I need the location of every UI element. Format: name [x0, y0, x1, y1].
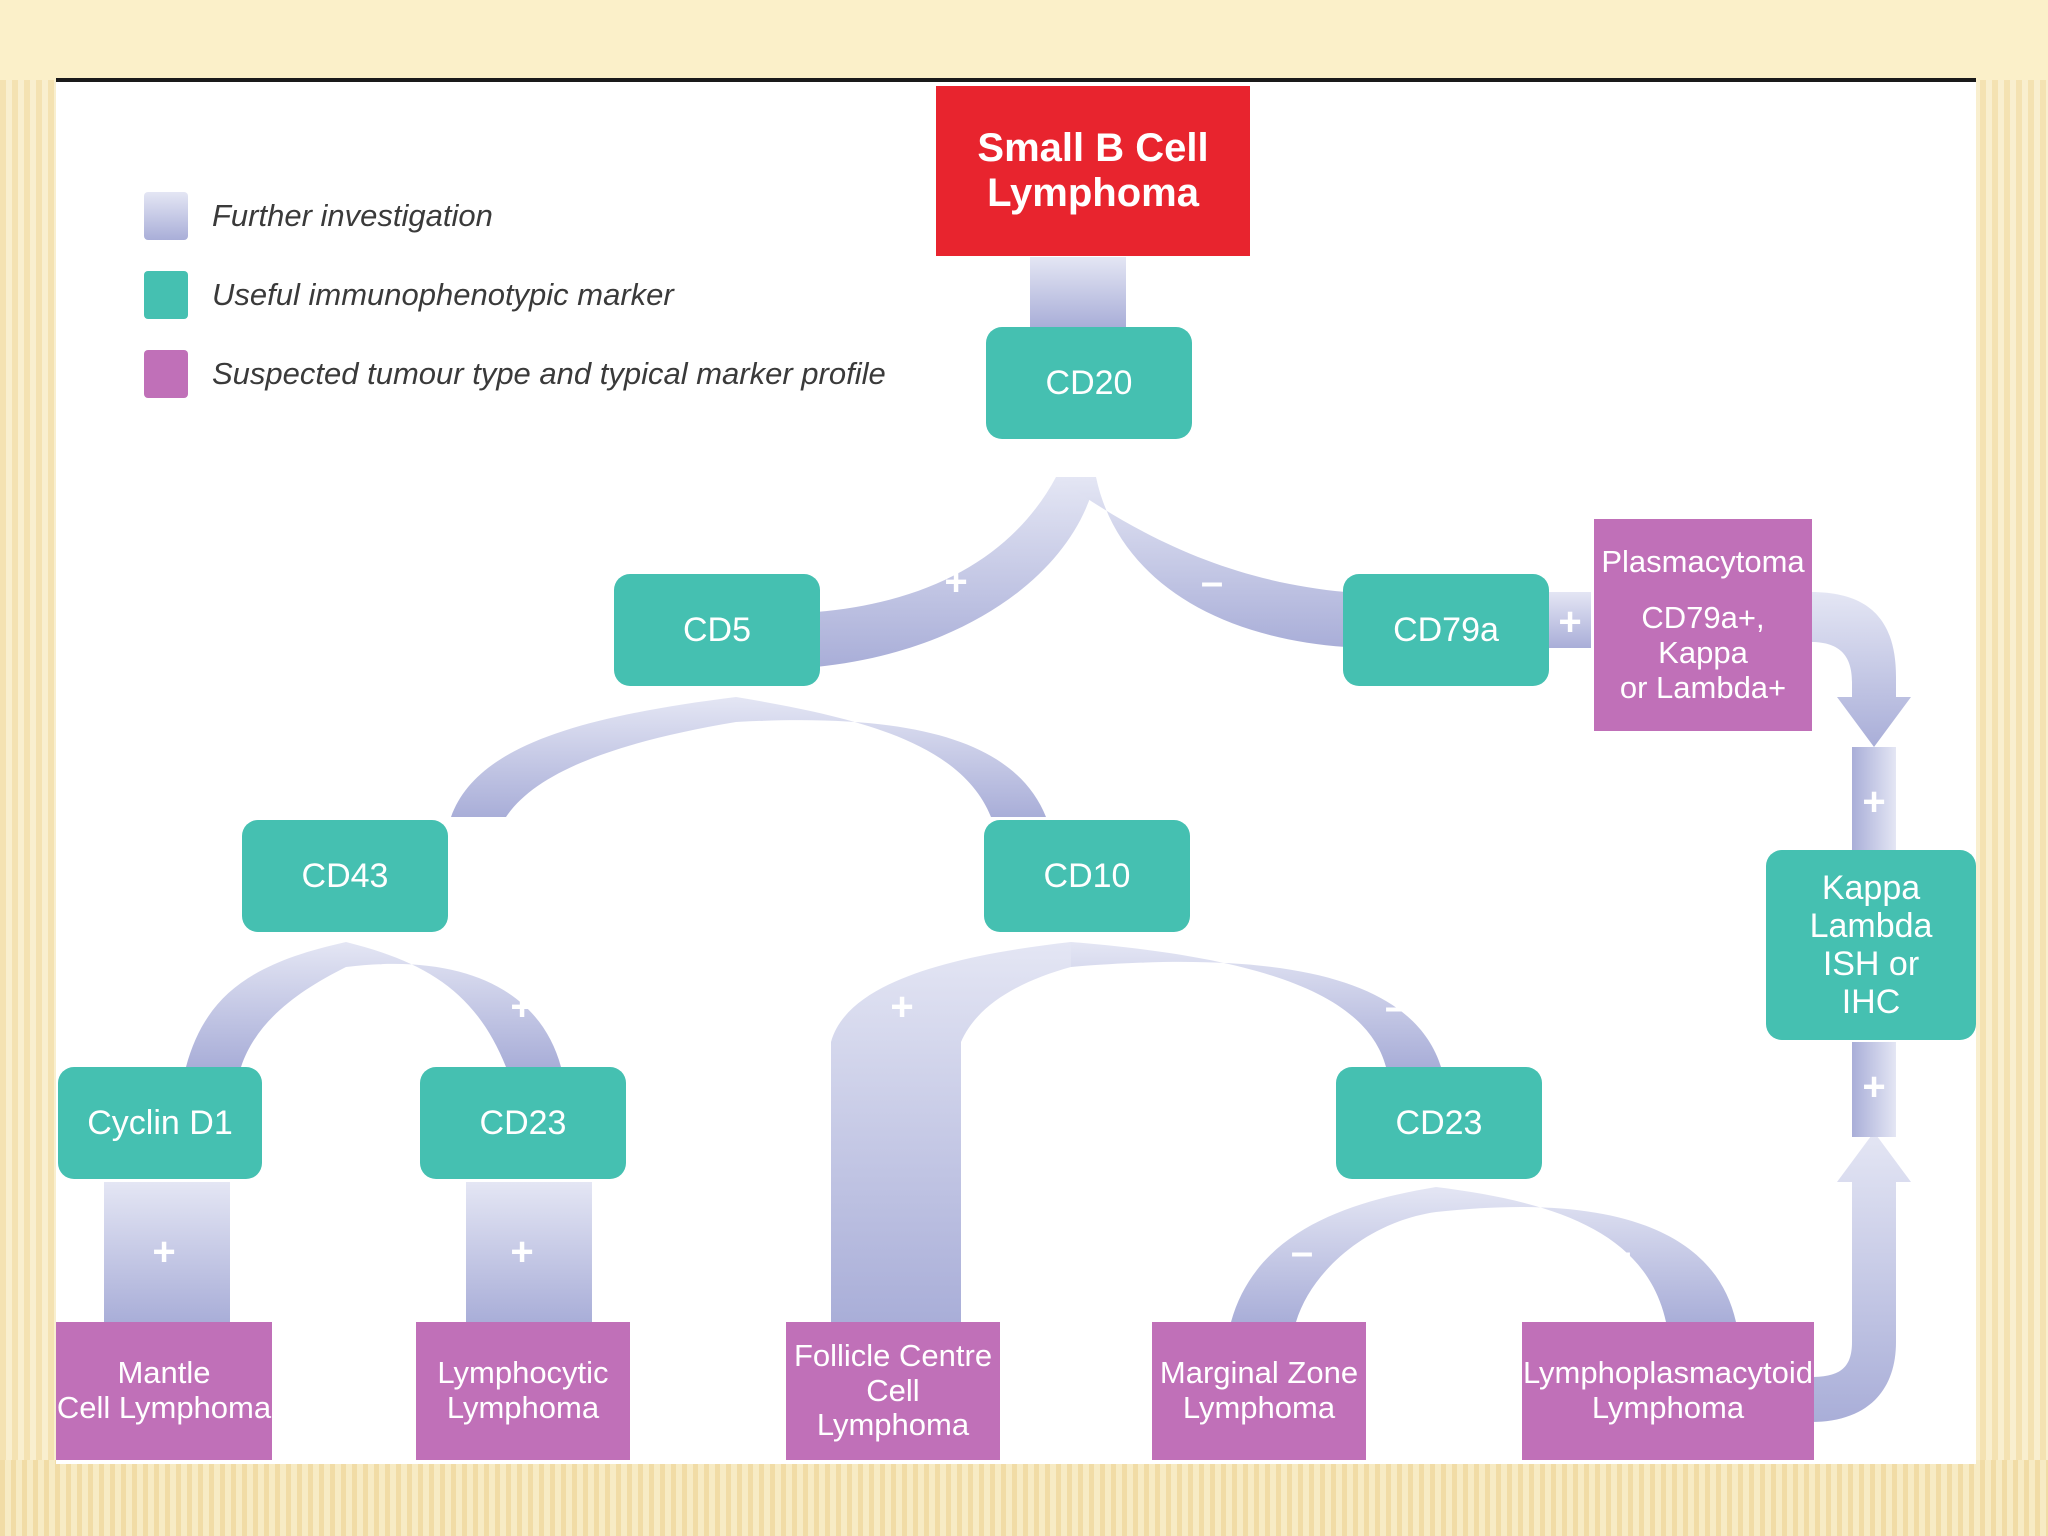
path-cd79a-plasma [1546, 592, 1591, 648]
sign-cd5-cd10: – [1007, 736, 1031, 780]
node-line: Cyclin D1 [87, 1103, 233, 1142]
path-cd5-cd43 [451, 697, 736, 817]
node-follicle-centre-cell-lymphoma: Follicle Centre Cell Lymphoma [786, 1322, 1000, 1460]
sign-cd43-cd23: + [510, 985, 534, 1029]
node-cd23-right: CD23 [1336, 1067, 1542, 1179]
path-kappa-channel-bottom [1852, 1042, 1896, 1137]
node-cd79a: CD79a [1343, 574, 1549, 686]
path-cd43-cyclin [186, 942, 346, 1067]
legend-swatch-marker [144, 271, 188, 319]
node-plasmacytoma: Plasmacytoma CD79a+, Kappa or Lambda+ [1594, 519, 1812, 731]
legend-item-tumour: Suspected tumour type and typical marker… [144, 350, 886, 398]
flowchart-connectors [104, 257, 1911, 1422]
sign-cd10-follicle: + [890, 985, 914, 1029]
node-line: Cell Lymphoma [816, 1372, 970, 1443]
path-cd23r-lymphoplasma [1436, 1187, 1736, 1322]
legend-label: Suspected tumour type and typical marker… [212, 356, 886, 391]
path-cd10-follicle [831, 942, 1071, 1322]
node-line: Lymphoma [1591, 1390, 1745, 1425]
node-line: CD43 [301, 856, 389, 895]
node-line: or Lambda+ [1619, 669, 1787, 705]
flowchart-panel: Further investigation Useful immunopheno… [56, 78, 1976, 1464]
node-line: Small B Cell [977, 126, 1209, 171]
legend-swatch-investigation [144, 192, 188, 240]
node-line: Follicle Centre [793, 1337, 993, 1373]
node-line: CD5 [682, 610, 752, 649]
path-root-cd20 [1030, 257, 1126, 327]
path-cd43-cd23l [346, 942, 561, 1067]
node-cd10: CD10 [984, 820, 1190, 932]
node-lymphoplasmacytoid-lymphoma: Lymphoplasmacytoid Lymphoma [1522, 1322, 1814, 1460]
node-line: Lymphoma [1182, 1390, 1336, 1425]
legend-swatch-tumour [144, 350, 188, 398]
path-cd20-cd5 [816, 477, 1096, 667]
node-cd20: CD20 [986, 327, 1192, 439]
path-cd5-cd10 [736, 697, 1046, 817]
node-line: Lymphocytic [437, 1355, 609, 1391]
path-cd23l-lympho [466, 1182, 592, 1322]
legend-item-further-investigation: Further investigation [144, 192, 493, 240]
sign-cyclin-mantle: + [152, 1230, 176, 1274]
node-small-b-cell-lymphoma: Small B Cell Lymphoma [936, 86, 1250, 256]
slide-bottom-band [0, 1460, 2048, 1536]
node-line: CD20 [1045, 363, 1133, 402]
path-cyclin-mantle [104, 1182, 230, 1322]
node-line: Lymphoma [987, 171, 1199, 215]
node-line: CD79a+, Kappa [1641, 600, 1765, 670]
legend-label: Useful immunophenotypic marker [212, 277, 674, 312]
sign-kappa-top: + [1862, 780, 1886, 824]
node-cd5: CD5 [614, 574, 820, 686]
sign-cd20-cd79a: – [1200, 560, 1224, 604]
sign-cd23-marginal: – [1290, 1230, 1314, 1274]
node-line: CD10 [1043, 856, 1131, 895]
sign-cd79a-plasma: + [1558, 600, 1582, 644]
node-line: Lymphoplasmacytoid [1522, 1355, 1814, 1391]
sign-kappa-bottom: + [1862, 1065, 1886, 1109]
node-line: CD23 [479, 1103, 567, 1142]
node-line: CD79a [1393, 610, 1499, 649]
node-marginal-zone-lymphoma: Marginal Zone Lymphoma [1152, 1322, 1366, 1460]
node-kappa-lambda: Kappa Lambda ISH or IHC [1766, 850, 1976, 1040]
legend-label: Further investigation [212, 198, 493, 233]
node-line: ISH or [1822, 945, 1920, 983]
sign-cd10-cd23: – [1384, 985, 1408, 1029]
sign-cd23-lymphoplasma: – [1608, 1230, 1632, 1274]
node-cyclin-d1: Cyclin D1 [58, 1067, 262, 1179]
node-cd23-left: CD23 [420, 1067, 626, 1179]
path-lymphoplasma-kappa [1811, 1132, 1911, 1422]
slide-top-band [0, 0, 2048, 80]
node-cd43: CD43 [242, 820, 448, 932]
path-cd10-cd23r [1071, 942, 1441, 1067]
node-mantle-cell-lymphoma: Mantle Cell Lymphoma [56, 1322, 272, 1460]
sign-cd23-lymphocytic: + [510, 1230, 534, 1274]
sign-cd5-cd43: + [412, 736, 436, 780]
node-line: IHC [1841, 983, 1901, 1022]
node-lymphocytic-lymphoma: Lymphocytic Lymphoma [416, 1322, 630, 1460]
path-cd20-cd79a [1056, 477, 1346, 647]
path-plasma-arrow [1811, 592, 1911, 747]
sign-cd43-cyclin: + [152, 985, 176, 1029]
node-line: Kappa [1821, 868, 1921, 907]
node-line: Lymphoma [446, 1390, 600, 1425]
node-line: Cell Lymphoma [56, 1390, 272, 1425]
node-line: CD23 [1395, 1103, 1483, 1142]
node-line: Mantle [117, 1355, 211, 1391]
node-line: Plasmacytoma [1601, 543, 1805, 579]
node-line: Lambda [1809, 906, 1933, 945]
path-cd23r-marginal [1231, 1187, 1436, 1322]
legend-item-marker: Useful immunophenotypic marker [144, 271, 674, 319]
sign-cd20-cd5: + [944, 560, 968, 604]
node-line: Marginal Zone [1159, 1355, 1359, 1391]
